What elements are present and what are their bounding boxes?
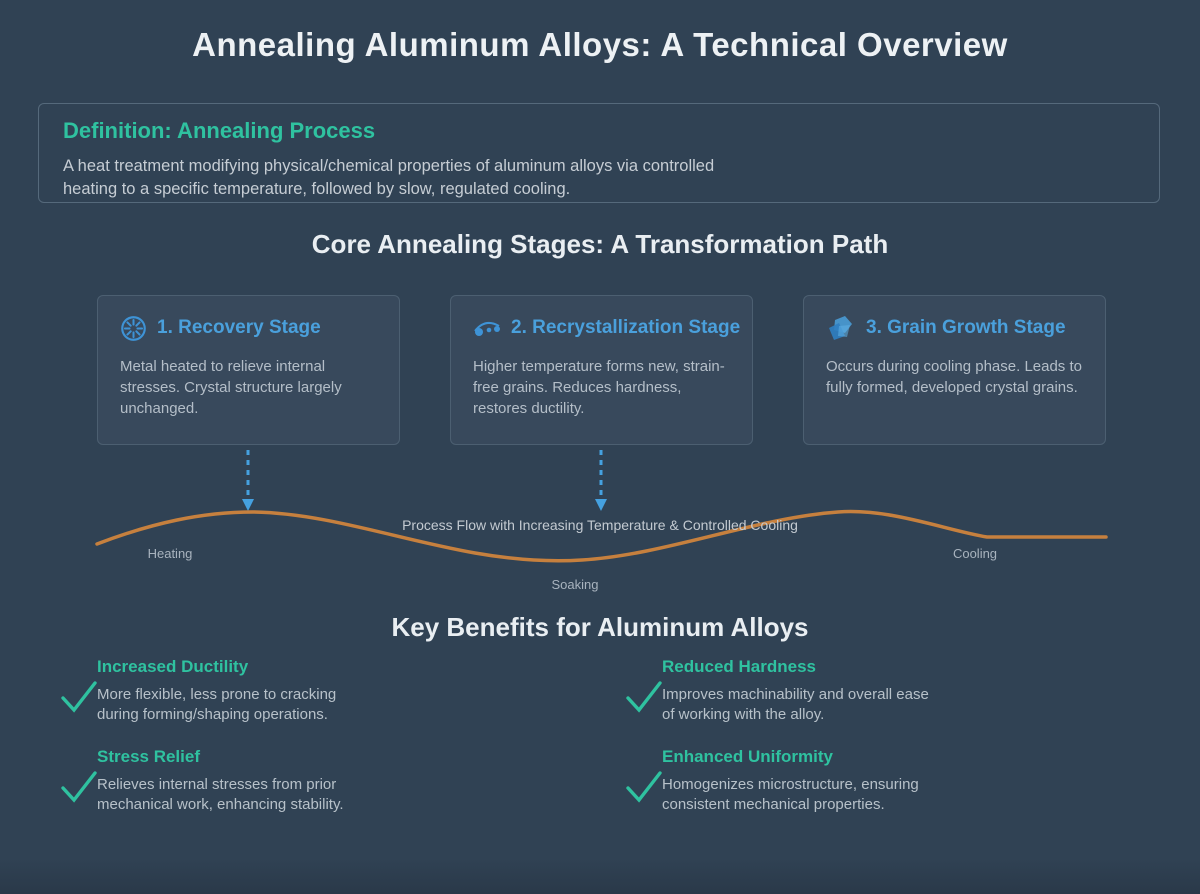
benefits-section-heading: Key Benefits for Aluminum Alloys [391, 612, 809, 642]
phase-label-heating: Heating [147, 546, 193, 561]
checkmark-icon [626, 771, 662, 803]
benefit-item-enhanced-uniformity: Enhanced Uniformity Homogenizes microstr… [626, 747, 1192, 825]
stage-card-header: 2. Recrystallization Stage [473, 313, 740, 343]
phase-label-soaking: Soaking [551, 577, 599, 592]
down-arrow-icon [242, 450, 254, 511]
stage-card-title: 3. Grain Growth Stage [866, 317, 1066, 338]
stage-card-grain-growth: 3. Grain Growth Stage Occurs during cool… [803, 295, 1106, 445]
benefits-grid: Increased Ductility More flexible, less … [61, 657, 1192, 825]
benefit-title: Increased Ductility [97, 657, 249, 676]
benefit-body: Improves machinability and overall ease … [662, 686, 929, 723]
stage-card-header: 3. Grain Growth Stage [826, 313, 1085, 343]
gauge-icon [121, 315, 146, 341]
benefit-body: More flexible, less prone to cracking du… [97, 686, 337, 723]
definition-heading: Definition: Annealing Process [63, 118, 376, 143]
stage-card-body: Higher temperature forms new, strain-fre… [473, 358, 725, 417]
stages-section-heading: Core Annealing Stages: A Transformation … [311, 229, 889, 259]
checkmark-icon [61, 681, 97, 713]
benefit-body: Relieves internal stresses from prior me… [97, 776, 344, 813]
process-flow-curve [95, 509, 1108, 563]
down-arrow-icon [595, 450, 607, 511]
stage-card-title: 1. Recovery Stage [157, 317, 321, 338]
benefit-title: Reduced Hardness [662, 657, 816, 676]
stage-card-title: 2. Recrystallization Stage [511, 317, 741, 338]
benefit-item-reduced-hardness: Reduced Hardness Improves machinability … [626, 657, 1192, 735]
checkmark-icon [626, 681, 662, 713]
benefit-title: Stress Relief [97, 747, 200, 766]
stage-card-recrystallization: 2. Recrystallization Stage Higher temper… [450, 295, 753, 445]
crystal-icon [829, 316, 852, 340]
stage-card-body: Occurs during cooling phase. Leads to fu… [826, 358, 1082, 396]
stage-card-header: 1. Recovery Stage [120, 313, 379, 343]
definition-body: A heat treatment modifying physical/chem… [63, 157, 715, 198]
benefit-body: Homogenizes microstructure, ensuring con… [662, 776, 919, 813]
stage-card-body: Metal heated to relieve internal stresse… [120, 358, 342, 417]
benefit-title: Enhanced Uniformity [662, 747, 833, 766]
benefit-item-stress-relief: Stress Relief Relieves internal stresses… [61, 747, 627, 825]
process-flow-caption: Process Flow with Increasing Temperature… [402, 517, 798, 533]
benefit-item-increased-ductility: Increased Ductility More flexible, less … [61, 657, 627, 735]
scatter-dots-icon [474, 321, 500, 336]
page-title: Annealing Aluminum Alloys: A Technical O… [192, 26, 1008, 63]
definition-card: Definition: Annealing Process A heat tre… [38, 103, 1160, 203]
checkmark-icon [61, 771, 97, 803]
stage-card-recovery: 1. Recovery Stage Metal heated to reliev… [97, 295, 400, 445]
phase-label-cooling: Cooling [952, 546, 998, 561]
